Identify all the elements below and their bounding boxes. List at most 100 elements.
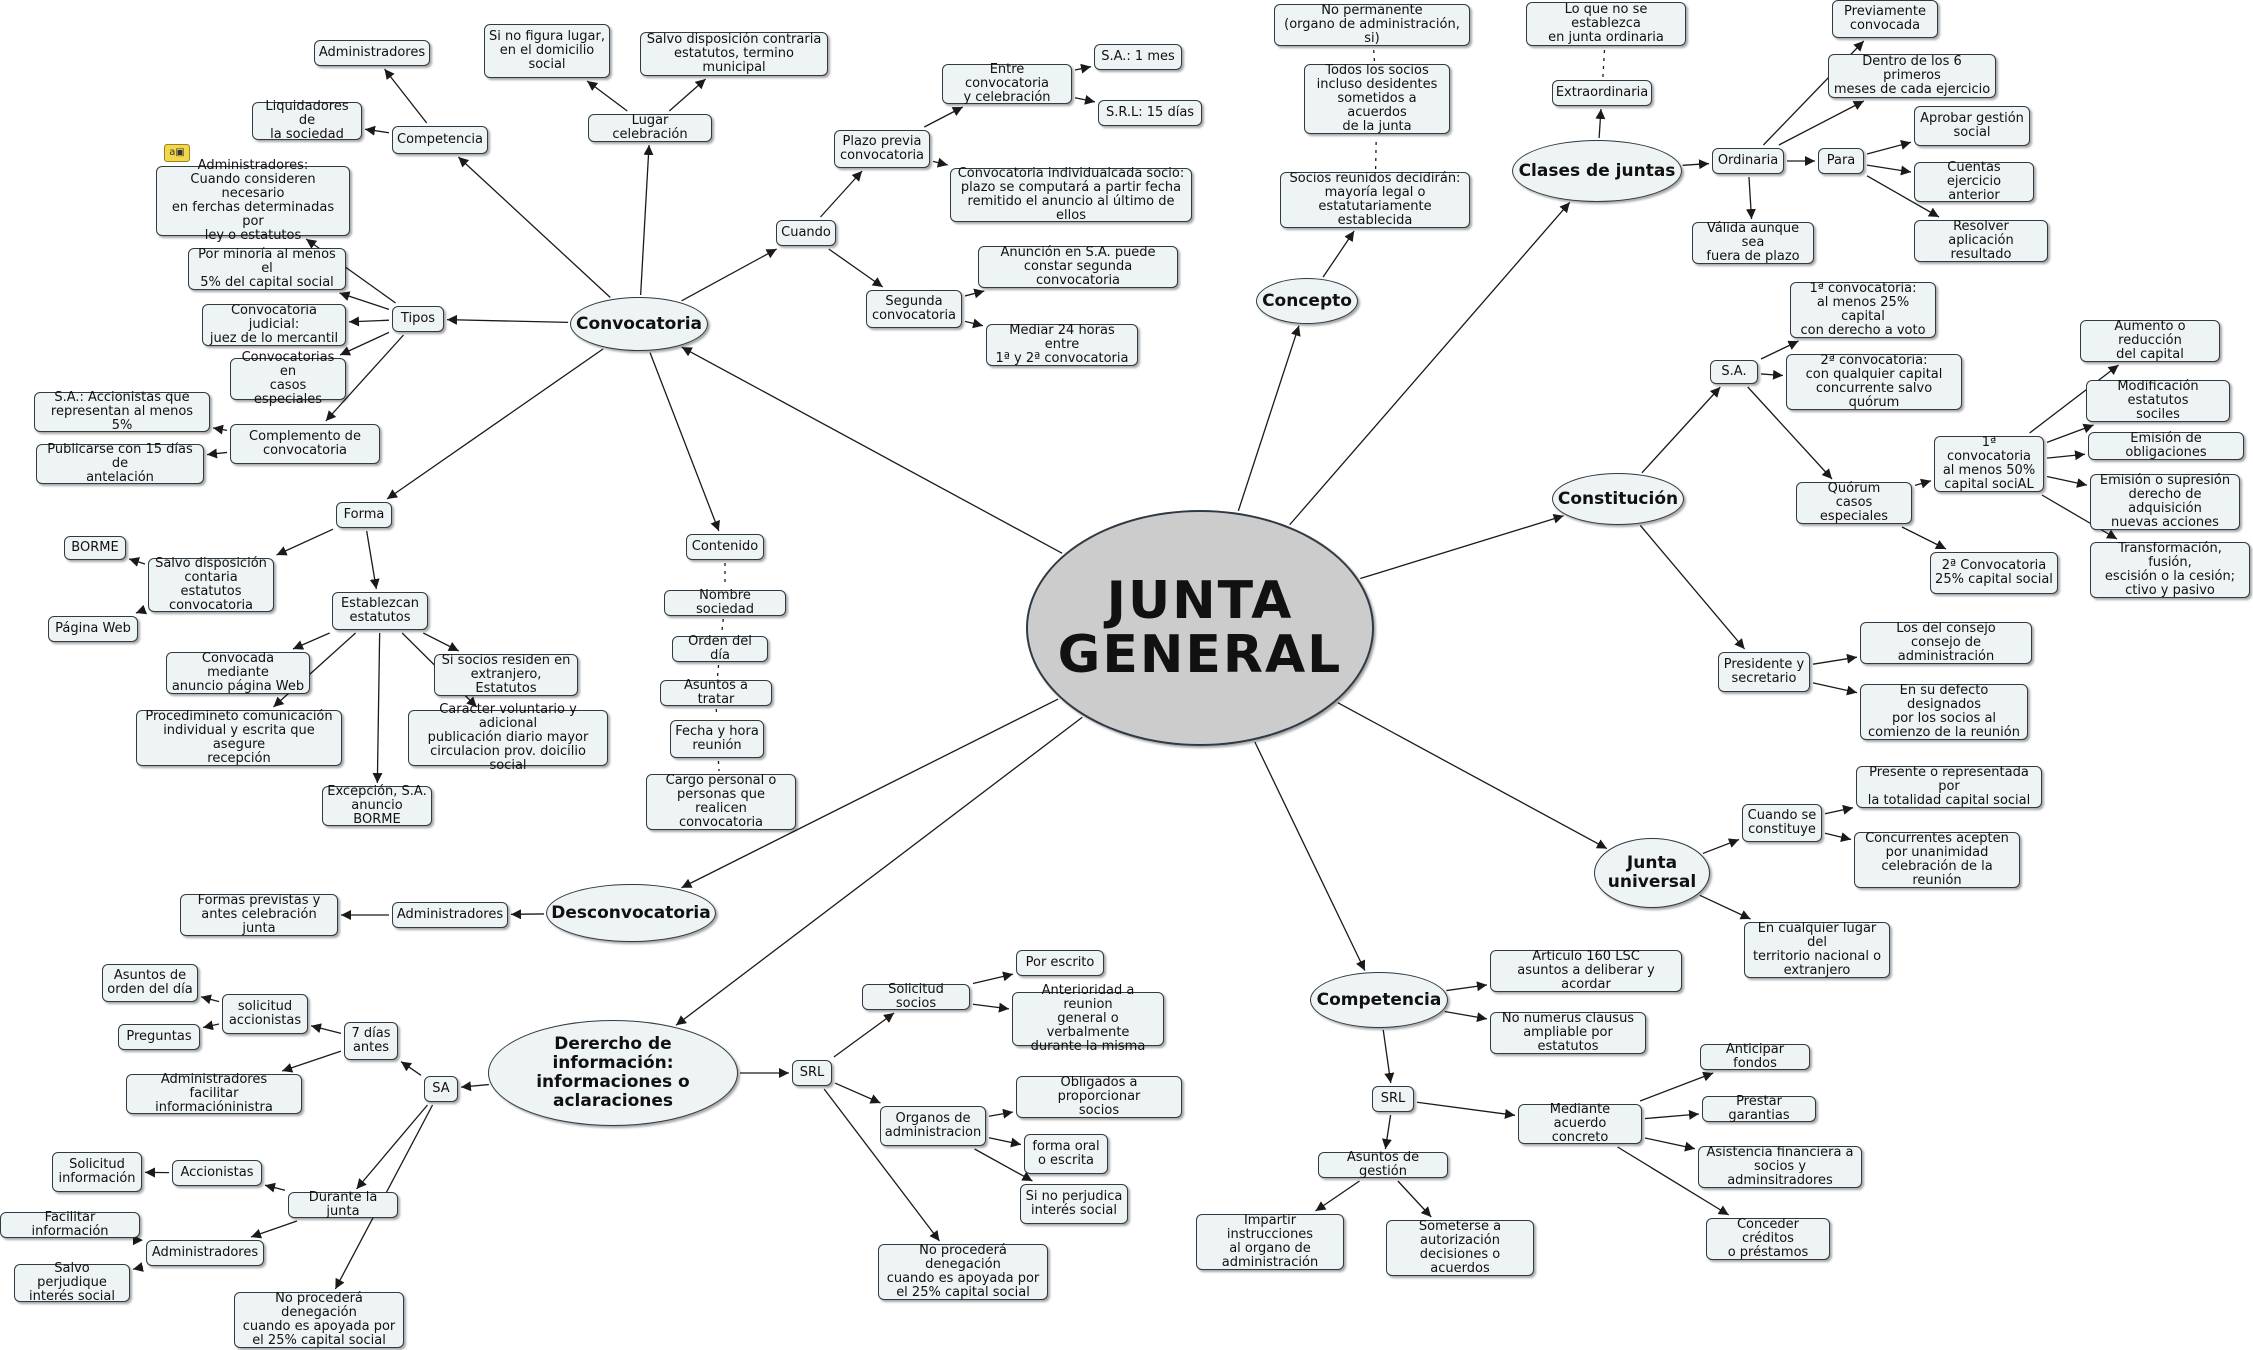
node-ju-cuando[interactable]: Cuando se constituye (1742, 804, 1822, 842)
node-cl-para3[interactable]: Resolver aplicación resultado (1914, 220, 2048, 262)
node-constitucion[interactable]: Constitución (1552, 473, 1684, 525)
node-de-sinoper[interactable]: Si no perjudica interés social (1020, 1184, 1128, 1224)
node-cp-asuntos[interactable]: Asuntos de gestión (1318, 1151, 1448, 1179)
node-cv-entre[interactable]: Entre convocatoria y celebración (942, 63, 1072, 105)
node-universal[interactable]: Junta universal (1594, 838, 1710, 908)
node-de-durante[interactable]: Durante la junta (288, 1191, 398, 1219)
node-de-admfac[interactable]: Administradores facilitar informaciónini… (126, 1073, 302, 1115)
node-de-organos[interactable]: Organos de administracion (880, 1106, 986, 1146)
node-ju-c1[interactable]: Presente o representada por la totalidad… (1856, 766, 2042, 808)
node-de-noproc2[interactable]: No procederá denegación cuando es apoyad… (234, 1292, 404, 1348)
node-cv-tipo2[interactable]: Por minoría al menos el 5% del capital s… (188, 248, 346, 290)
node-cv-tipo1[interactable]: Administradores: Cuando consideren neces… (156, 159, 350, 243)
node-de-oblig[interactable]: Obligados a proporcionar socios (1016, 1076, 1182, 1118)
node-cp-m2[interactable]: Prestar garantias (1702, 1095, 1816, 1123)
node-cp-mediante[interactable]: Mediante acuerdo concreto (1518, 1103, 1642, 1145)
node-cv-web[interactable]: Página Web (48, 616, 138, 642)
node-ds-formas[interactable]: Formas previstas y antes celebración jun… (180, 894, 338, 936)
node-cv-liquidadores[interactable]: Liquidadores de la sociedad (252, 100, 362, 142)
node-de-anter[interactable]: Anterioridad a reunion general o verbalm… (1012, 984, 1164, 1054)
node-ds-adm[interactable]: Administradores (392, 902, 508, 928)
node-cp-m4[interactable]: Conceder créditos o préstamos (1706, 1218, 1830, 1260)
node-cn-m3[interactable]: Emisión de obligaciones (2088, 432, 2244, 460)
node-cv-est2[interactable]: Si socios residen en extranjero, Estatut… (434, 654, 578, 696)
node-cv-cont4[interactable]: Fecha y hora reunión (670, 720, 764, 758)
node-cv-comp2[interactable]: Publicarse con 15 días de antelación (36, 443, 204, 485)
node-de-solicitud[interactable]: Solicitud socios (862, 983, 970, 1011)
node-cn-quorum[interactable]: Quórum casos especiales (1796, 482, 1912, 524)
node-co-socios[interactable]: Socios reunidos decidirán: mayoría legal… (1280, 172, 1470, 228)
node-cv-cont5[interactable]: Cargo personal o personas que realicen c… (646, 774, 796, 830)
node-cp-art[interactable]: Articulo 160 LSC asuntos a deliberar y a… (1490, 950, 1682, 992)
node-cn-m4[interactable]: Emisión o supresión derecho de adquisici… (2090, 474, 2240, 530)
node-cn-presidente[interactable]: Presidente y secretario (1718, 652, 1810, 692)
node-cv-complemento[interactable]: Complemento de convocatoria (230, 424, 380, 464)
node-cp-m1[interactable]: Anticipar fondos (1700, 1043, 1810, 1071)
node-co-noperm[interactable]: No permanente (organo de administración,… (1274, 4, 1470, 46)
node-de-solacc[interactable]: solicitud accionistas (222, 994, 308, 1034)
node-de-adm[interactable]: Administradores (146, 1240, 264, 1266)
node-de-sa[interactable]: SA (424, 1076, 458, 1102)
node-cv-est1[interactable]: Convocada mediante anuncio página Web (166, 652, 310, 694)
node-cn-p2[interactable]: En su defecto designados por los socios … (1860, 684, 2028, 740)
node-de-forma[interactable]: forma oral o escrita (1024, 1134, 1108, 1174)
node-cv-lugar1[interactable]: Si no figura lugar, en el domicilio soci… (484, 24, 610, 78)
node-cl-prev[interactable]: Previamente convocada (1832, 0, 1938, 38)
node-cv-competencia[interactable]: Competencia (392, 126, 488, 154)
node-cl-ordinaria[interactable]: Ordinaria (1712, 148, 1784, 174)
node-de-asuntos[interactable]: Asuntos de orden del día (102, 964, 198, 1002)
node-cv-salvo[interactable]: Salvo disposición contaria estatutos con… (148, 557, 274, 613)
node-cv-tipo4[interactable]: Convocatorias en casos especiales (230, 351, 346, 407)
node-cp-imp[interactable]: Impartir instrucciones al organo de admi… (1196, 1214, 1344, 1270)
node-concepto[interactable]: Concepto (1256, 278, 1358, 324)
node-cv-administradores[interactable]: Administradores (314, 40, 430, 66)
node-de-escrito[interactable]: Por escrito (1016, 950, 1104, 976)
node-desconvocatoria[interactable]: Desconvocatoria (546, 884, 716, 942)
node-cp-some[interactable]: Someterse a autorización decisiones o ac… (1386, 1220, 1534, 1276)
node-cv-segunda[interactable]: Segunda convocatoria (866, 290, 962, 328)
node-cv-establezcan[interactable]: Establezcan estatutos (332, 592, 428, 630)
node-cn-p1[interactable]: Los del consejo consejo de administració… (1860, 622, 2032, 664)
node-de-7dias[interactable]: 7 días antes (344, 1022, 398, 1060)
node-cv-borme[interactable]: BORME (64, 536, 126, 560)
node-cn-sa2[interactable]: 2ª convocatoria: con qualquier capital c… (1786, 354, 1962, 410)
node-de-solinf[interactable]: Solicitud información (52, 1152, 142, 1192)
node-cv-contenido[interactable]: Contenido (686, 534, 764, 560)
node-de-srl[interactable]: SRL (792, 1060, 832, 1086)
node-cv-forma[interactable]: Forma (336, 502, 392, 528)
node-cv-sa1mes[interactable]: S.A.: 1 mes (1094, 44, 1182, 70)
node-cv-seg1[interactable]: Anunción en S.A. puede constar segunda c… (978, 246, 1178, 288)
node-cv-est4[interactable]: Caracter voluntario y adicional publicac… (408, 703, 608, 773)
node-de-acc[interactable]: Accionistas (172, 1160, 262, 1186)
node-cv-cuando[interactable]: Cuando (776, 220, 836, 246)
node-de-facinf[interactable]: Facilitar información (0, 1211, 140, 1239)
node-cv-cont1[interactable]: Nombre sociedad (664, 589, 786, 617)
node-cn-sa1[interactable]: 1ª convocatoria: al menos 25% capital co… (1790, 282, 1936, 338)
node-cl-para2[interactable]: Cuentas ejercicio anterior (1914, 161, 2034, 203)
node-cn-q2[interactable]: 2ª Convocatoria 25% capital social (1930, 552, 2058, 594)
node-cl-extra1[interactable]: Lo que no se establezca en junta ordinar… (1526, 2, 1686, 46)
node-cn-sa[interactable]: S.A. (1710, 360, 1758, 384)
node-de-preg[interactable]: Preguntas (118, 1024, 200, 1050)
node-cl-extra[interactable]: Extraordinaria (1552, 80, 1652, 106)
node-cn-m2[interactable]: Modificación estatutos sociles (2086, 380, 2230, 422)
node-cv-comp1[interactable]: S.A.: Accionistas que representan al men… (34, 391, 210, 433)
node-cv-seg2[interactable]: Mediar 24 horas entre 1ª y 2ª convocator… (986, 324, 1138, 366)
node-derecho[interactable]: Derercho de información: informaciones o… (488, 1020, 738, 1126)
node-cp-m3[interactable]: Asistencia financiera a socios y adminsi… (1698, 1146, 1862, 1188)
node-de-noproc1[interactable]: No procederá denegación cuando es apoyad… (878, 1244, 1048, 1300)
node-competencia[interactable]: Competencia (1310, 972, 1448, 1028)
node-cv-lugar2[interactable]: Salvo disposición contraria estatutos, t… (640, 32, 828, 76)
node-ju-lugar[interactable]: En cualquier lugar del territorio nacion… (1744, 922, 1890, 978)
node-cn-m1[interactable]: Aumento o reducción del capital (2080, 320, 2220, 362)
note-icon[interactable]: a▣ (164, 144, 190, 162)
node-convocatoria[interactable]: Convocatoria (570, 297, 708, 351)
node-cv-tipo3[interactable]: Convocatoria judicial: juez de lo mercan… (202, 304, 346, 346)
node-junta[interactable]: JUNTA GENERAL (1026, 510, 1374, 746)
node-cv-cont2[interactable]: Orden del día (672, 635, 768, 663)
node-cv-est5[interactable]: Excepción, S.A. anuncio BORME (322, 785, 432, 827)
node-clases[interactable]: Clases de juntas (1512, 140, 1682, 202)
node-cv-est3[interactable]: Procedimineto comunicación individual y … (136, 710, 342, 766)
node-cv-plazo[interactable]: Plazo previa convocatoria (834, 130, 930, 168)
node-de-salvo[interactable]: Salvo perjudique interés social (14, 1262, 130, 1304)
